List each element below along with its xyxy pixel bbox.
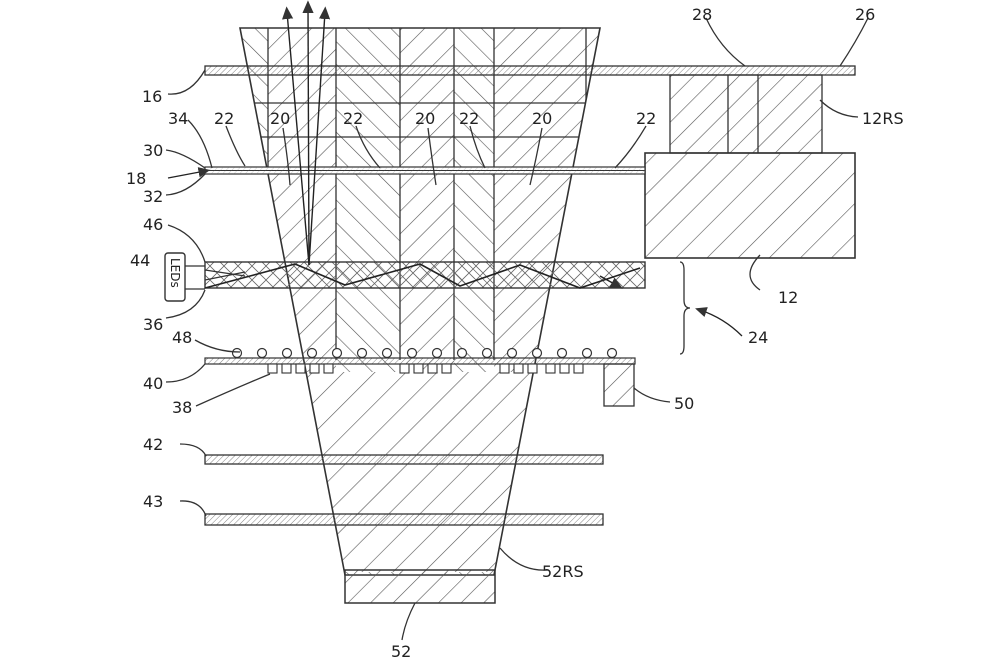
label-43: 43 [143, 492, 163, 511]
light-rays [282, 0, 331, 266]
leader-lines [165, 17, 869, 641]
light-guide-46 [204, 261, 646, 289]
label-22a: 22 [214, 109, 234, 128]
label-52rs: 52RS [542, 562, 584, 581]
bumps-48 [231, 347, 618, 359]
label-22d: 22 [636, 109, 656, 128]
label-20c: 20 [532, 109, 552, 128]
label-22c: 22 [459, 109, 479, 128]
layer-18 [204, 166, 646, 175]
label-20b: 20 [415, 109, 435, 128]
label-42: 42 [143, 435, 163, 454]
label-12: 12 [778, 288, 798, 307]
label-48: 48 [172, 328, 192, 347]
reference-labels: 28 26 16 12RS 34 22 20 22 20 22 20 22 30… [126, 5, 904, 661]
chip-50 [603, 363, 635, 407]
label-34: 34 [168, 109, 188, 128]
label-30: 30 [143, 141, 163, 160]
top-plate [204, 65, 856, 76]
label-40: 40 [143, 374, 163, 393]
label-20a: 20 [270, 109, 290, 128]
label-16: 16 [142, 87, 162, 106]
label-36: 36 [143, 315, 163, 334]
arrow-18 [167, 167, 211, 179]
layer-43 [204, 513, 604, 526]
label-52: 52 [391, 642, 411, 661]
label-26: 26 [855, 5, 875, 24]
layer-42 [204, 454, 604, 465]
arrow-24 [695, 307, 743, 337]
block-12 [644, 152, 856, 259]
label-24: 24 [748, 328, 768, 347]
block-52 [344, 569, 496, 604]
right-support-12rs [669, 74, 823, 154]
leds-box: LEDs [164, 252, 205, 302]
label-12rs: 12RS [862, 109, 904, 128]
label-46: 46 [143, 215, 163, 234]
label-38: 38 [172, 398, 192, 417]
bracket-24 [679, 261, 691, 355]
label-44: 44 [130, 251, 150, 270]
label-18: 18 [126, 169, 146, 188]
label-28: 28 [692, 5, 712, 24]
label-50: 50 [674, 394, 694, 413]
viewing-cone [239, 27, 601, 576]
leds-label: LEDs [168, 258, 182, 288]
elements-38 [267, 363, 584, 374]
label-22b: 22 [343, 109, 363, 128]
label-32: 32 [143, 187, 163, 206]
substrate-40 [204, 347, 636, 407]
